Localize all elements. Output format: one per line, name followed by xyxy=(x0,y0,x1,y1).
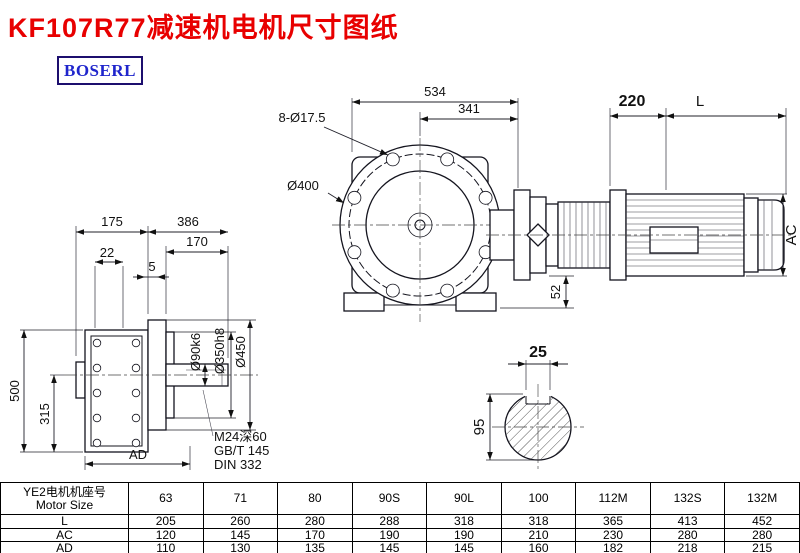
dim-AC-label: AC xyxy=(783,224,800,245)
table-cell: 260 xyxy=(202,514,279,529)
table-row-AD: AD 110 130 135 145 145 160 182 218 215 xyxy=(0,541,800,553)
dim-52-label: 52 xyxy=(548,285,563,299)
note-tap-hole: M24深60 xyxy=(214,429,267,444)
dim-L-label: L xyxy=(696,93,704,110)
brand-logo: BOSERL xyxy=(57,56,143,85)
table-cell: 145 xyxy=(202,527,279,543)
table-header-motor-size: YE2电机机座号 Motor Size xyxy=(0,482,129,515)
table-cell: 365 xyxy=(575,514,651,529)
table-header-size: 132M xyxy=(724,482,800,515)
table-cell: 182 xyxy=(575,541,651,553)
table-cell: 215 xyxy=(724,541,800,553)
table-cell: 280 xyxy=(277,514,353,529)
table-header-row: YE2电机机座号 Motor Size 63 71 80 90S 90L 100… xyxy=(0,482,800,515)
table-cell: 280 xyxy=(649,527,726,543)
table-cell: 218 xyxy=(649,541,726,553)
table-cell: 160 xyxy=(500,541,577,553)
table-cell: 190 xyxy=(426,527,502,543)
bolt-hole xyxy=(440,152,455,167)
table-cell: 135 xyxy=(277,541,353,553)
dim-95-label: 95 xyxy=(471,419,488,436)
bolt-hole xyxy=(385,152,400,167)
table-cell: 280 xyxy=(724,527,800,543)
flange-od-label: Ø450 xyxy=(233,336,248,368)
table-header-size: 71 xyxy=(202,482,279,515)
table-cell: 205 xyxy=(128,514,204,529)
page-title: KF107R77减速机电机尺寸图纸 xyxy=(8,13,399,43)
shaft-section-view: 25 95 xyxy=(471,344,584,472)
technical-drawing: 534 341 8-Ø17.5 Ø400 xyxy=(7,84,800,472)
row-label-L: L xyxy=(0,514,129,529)
bolt-hole xyxy=(385,283,400,298)
table-header-size: 100 xyxy=(500,482,577,515)
note-gbt-standard: GB/T 145 xyxy=(214,443,269,458)
table-cell: 288 xyxy=(351,514,428,529)
table-header-size: 80 xyxy=(277,482,353,515)
table-header-en: Motor Size xyxy=(35,497,94,512)
dim-534-label: 534 xyxy=(424,84,446,99)
front-view: 534 341 8-Ø17.5 Ø400 xyxy=(279,84,519,322)
table-cell: 318 xyxy=(500,514,577,529)
dim-25-label: 25 xyxy=(529,344,547,361)
table-cell: 130 xyxy=(202,541,279,553)
dim-170-label: 170 xyxy=(186,234,208,249)
dim-5-label: 5 xyxy=(148,259,155,274)
shaft-dia-label: Ø90k6 xyxy=(188,333,203,371)
table-header-size: 132S xyxy=(649,482,726,515)
dim-315-label: 315 xyxy=(37,403,52,425)
motor-side-view: 52 220 L AC xyxy=(486,93,800,309)
table-cell: 145 xyxy=(426,541,502,553)
bolt-hole xyxy=(347,190,362,205)
table-header-cn: YE2电机机座号 xyxy=(23,484,106,499)
bolt-holes-label: 8-Ø17.5 xyxy=(279,110,326,125)
table-header-size: 90L xyxy=(426,482,502,515)
dim-500-label: 500 xyxy=(7,380,22,402)
motor-size-table: YE2电机机座号 Motor Size 63 71 80 90S 90L 100… xyxy=(0,482,800,553)
table-header-size: 90S xyxy=(351,482,428,515)
dim-175-label: 175 xyxy=(101,214,123,229)
table-cell: 230 xyxy=(575,527,651,543)
bolt-hole xyxy=(440,283,455,298)
table-row-AC: AC 120 145 170 190 190 210 230 280 280 xyxy=(0,527,800,543)
table-header-size: 112M xyxy=(575,482,651,515)
row-label-AC: AC xyxy=(0,527,129,543)
dim-AD-label: AD xyxy=(129,447,147,462)
bolt-hole xyxy=(478,190,493,205)
dim-220-label: 220 xyxy=(619,93,646,110)
table-row-L: L 205 260 280 288 318 318 365 413 452 xyxy=(0,514,800,529)
dim-386-label: 386 xyxy=(177,214,199,229)
dim-22-label: 22 xyxy=(100,245,114,260)
table-cell: 120 xyxy=(128,527,204,543)
table-cell: 110 xyxy=(128,541,204,553)
flange-dia-label: Ø400 xyxy=(287,178,319,193)
note-din-standard: DIN 332 xyxy=(214,457,262,472)
table-cell: 210 xyxy=(500,527,577,543)
bolt-hole xyxy=(347,245,362,260)
table-cell: 170 xyxy=(277,527,353,543)
table-cell: 318 xyxy=(426,514,502,529)
left-side-view: 175 386 170 22 5 500 315 AD Ø90k6 Ø350h8 xyxy=(7,214,269,472)
table-cell: 190 xyxy=(351,527,428,543)
table-cell: 145 xyxy=(351,541,428,553)
table-cell: 413 xyxy=(649,514,726,529)
table-header-size: 63 xyxy=(128,482,204,515)
spigot-dia-label: Ø350h8 xyxy=(212,328,227,374)
dim-341-label: 341 xyxy=(458,101,480,116)
row-label-AD: AD xyxy=(0,541,129,553)
table-cell: 452 xyxy=(724,514,800,529)
